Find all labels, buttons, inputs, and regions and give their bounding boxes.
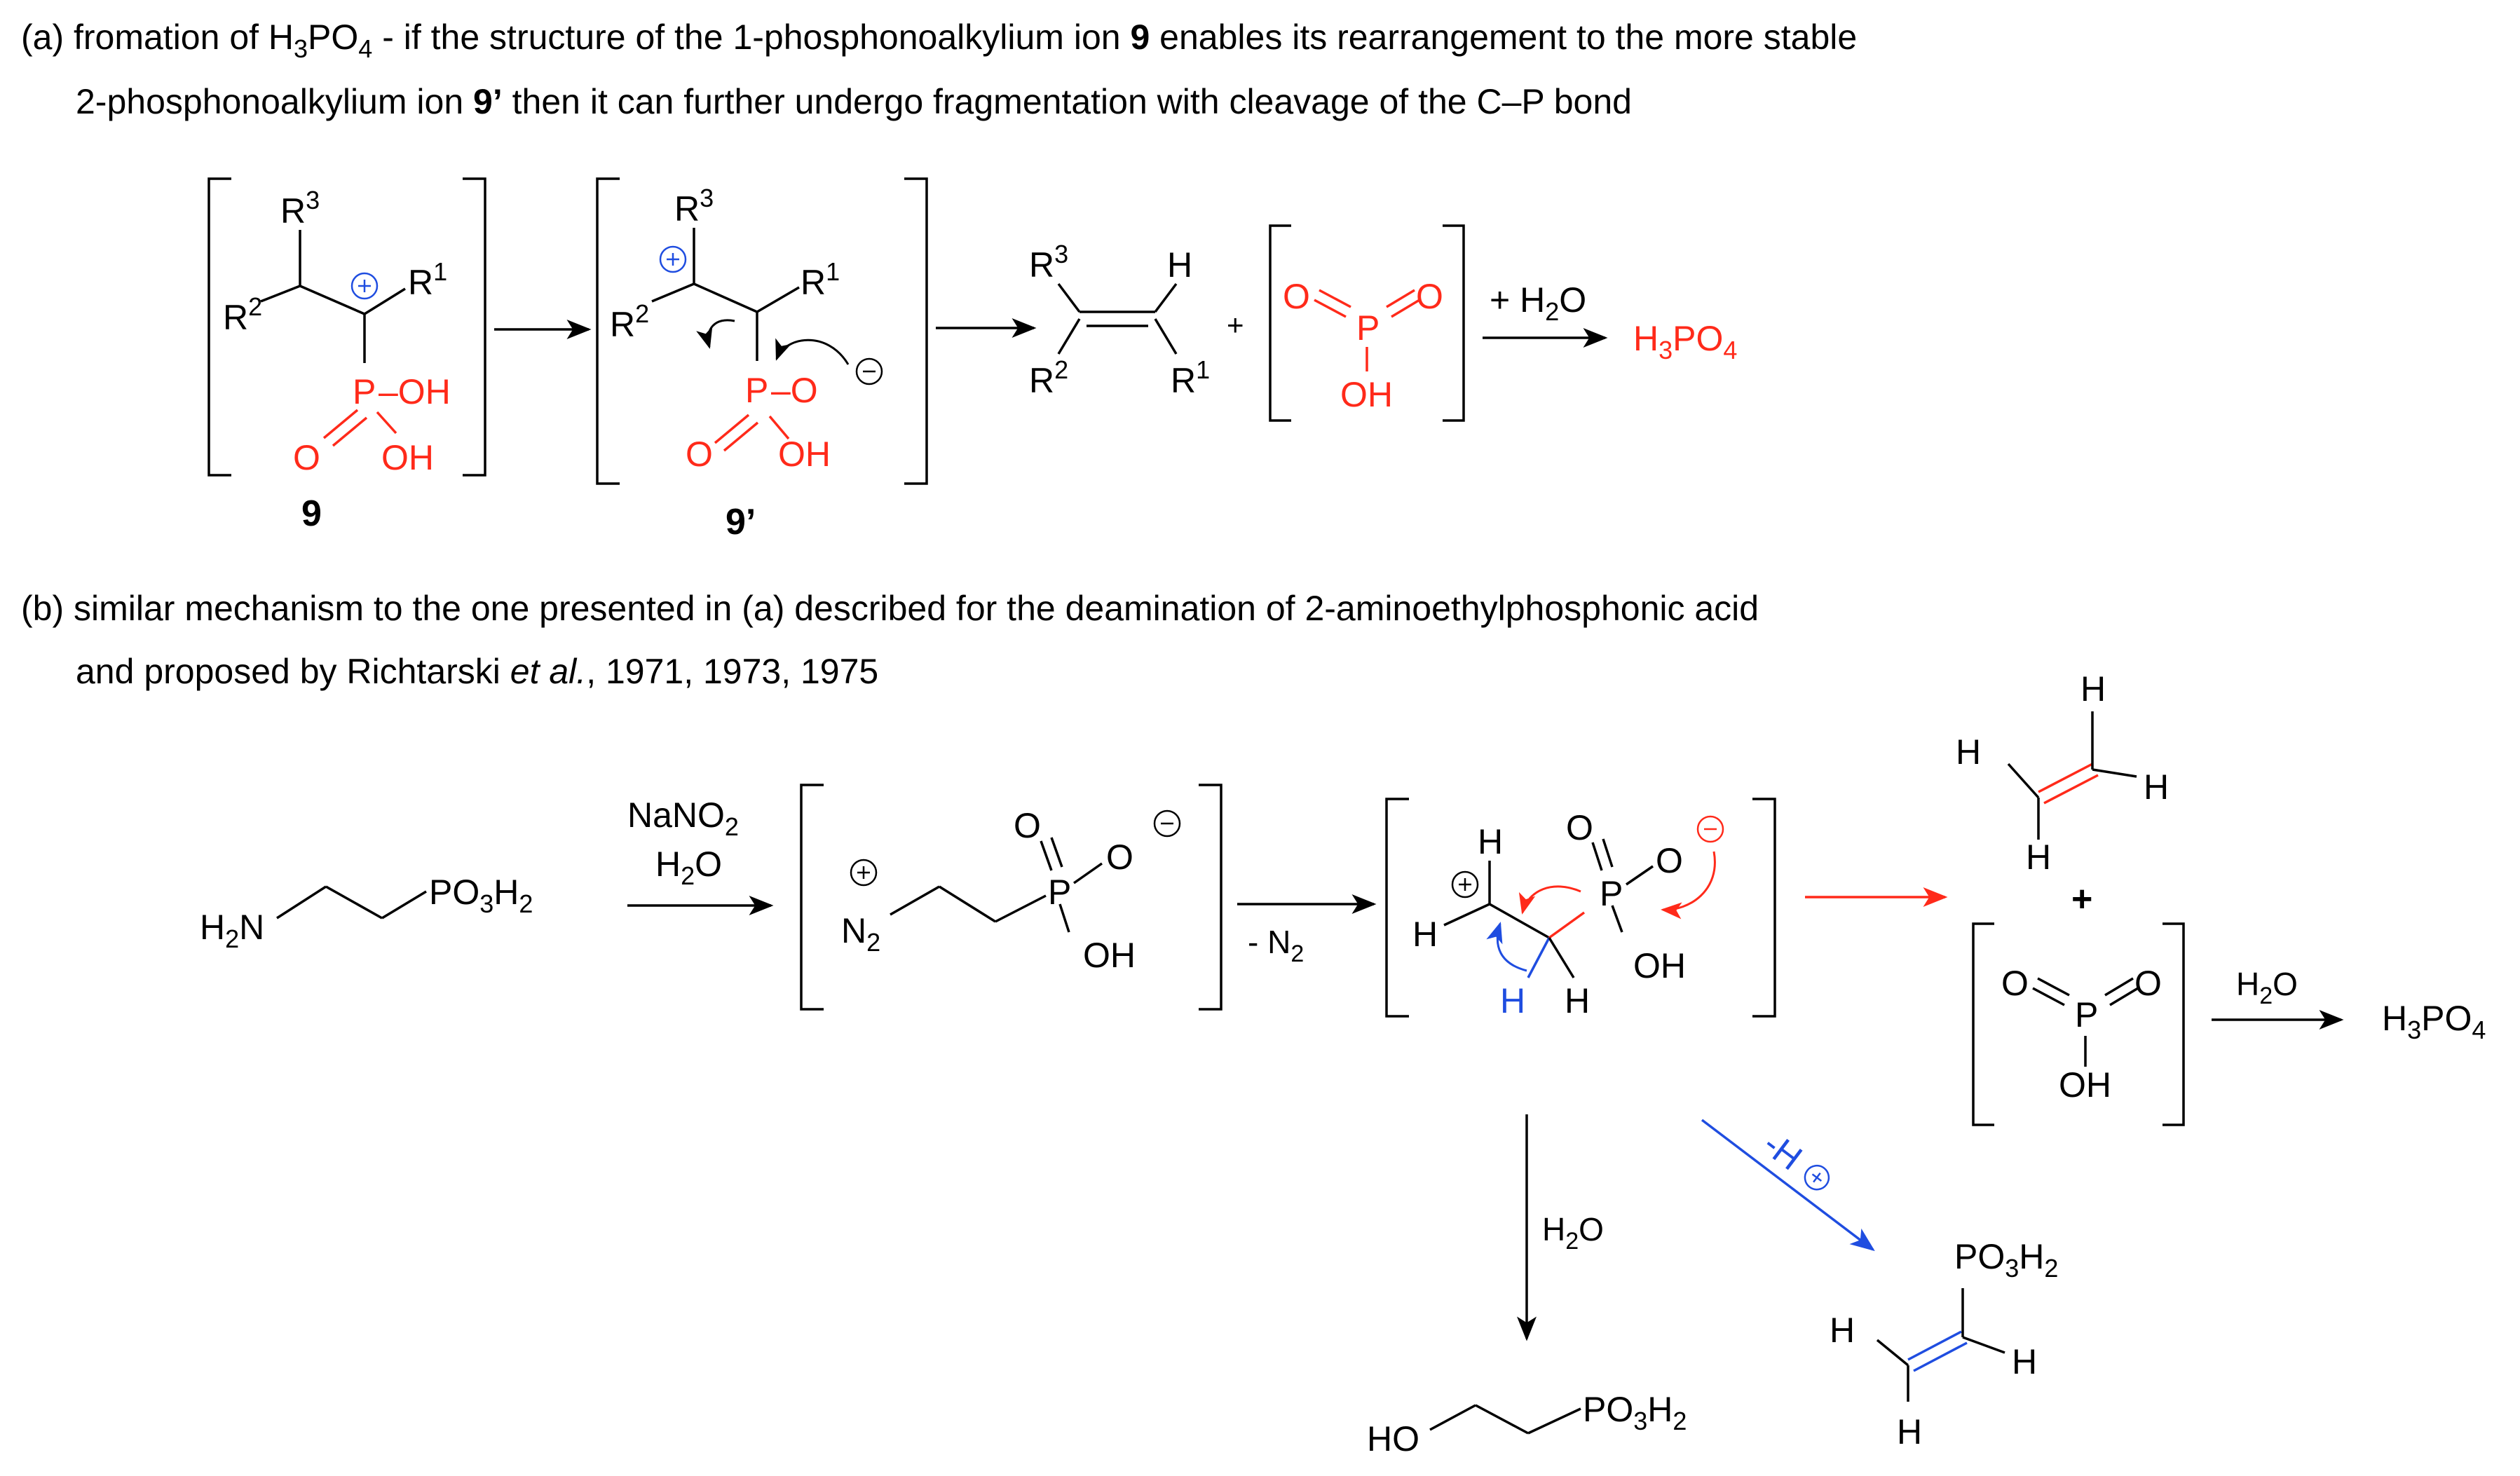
vinyl-h-left: H — [1830, 1311, 1855, 1350]
bracket-right — [2163, 922, 2185, 1126]
eth-h-top: H — [2080, 669, 2106, 709]
meta-b-oh: OH — [2059, 1065, 2111, 1105]
eth-h-bottom: H — [2026, 838, 2051, 877]
c9p-oxygen: O — [686, 435, 713, 474]
hydroxyethyl-po3h2: PO3H2 — [1583, 1390, 1687, 1435]
eth-h-right: H — [2144, 767, 2169, 807]
meta-a-o-left: O — [1283, 277, 1310, 316]
diaz-o-top: O — [1014, 806, 1041, 845]
vinyl-po3h2: PO3H2 — [1954, 1237, 2058, 1283]
bracket-right — [1443, 224, 1465, 422]
diaz-n2: N2 — [841, 911, 880, 957]
c9p-r3: R3 — [674, 184, 714, 228]
compound-9-prime-label: 9’ — [726, 502, 756, 542]
compound-9 — [207, 177, 486, 477]
meta-b-o-left: O — [2001, 964, 2029, 1003]
part-b-heading-line1: (b) similar mechanism to the one present… — [21, 589, 1759, 628]
c9-oh-bottom: OH — [381, 438, 434, 477]
eth-h-left: H — [1956, 732, 1981, 772]
alkene-r2: R2 — [1029, 355, 1068, 400]
c9-r3: R3 — [280, 186, 320, 231]
c9p-oh-bottom: OH — [778, 435, 831, 474]
c9p-r1: R1 — [801, 257, 840, 302]
vinyl-h-bottom: H — [1897, 1412, 1922, 1451]
bracket-left — [596, 177, 620, 485]
c9-phosphorus: P — [353, 372, 376, 411]
start-h2n: H2N — [200, 908, 264, 953]
bracket-left — [1385, 798, 1409, 1018]
plus-sign-b: + — [2071, 879, 2092, 920]
meta-a-oh: OH — [1340, 375, 1393, 414]
deprotonation-label: -H — [1756, 1124, 1830, 1191]
part-b-heading-line2: and proposed by Richtarski et al., 1971,… — [76, 652, 878, 691]
meta-a-phosphorus: P — [1356, 308, 1380, 348]
hydroxyethylphosphonic-acid — [1429, 1404, 1581, 1435]
metaphosphate-b — [1972, 922, 2185, 1126]
bracket-left — [800, 784, 824, 1011]
c9-oxygen: O — [293, 438, 320, 477]
svg-text:-H: -H — [1756, 1124, 1809, 1177]
bracket-left — [207, 177, 231, 477]
diaz-phosphorus: P — [1048, 873, 1071, 912]
part-a-heading-line1: (a) fromation of H3PO4 - if the structur… — [21, 18, 1857, 63]
cat-phosphorus: P — [1600, 874, 1623, 913]
cat-o-top: O — [1566, 808, 1593, 847]
bracket-right — [1752, 798, 1776, 1018]
diazonium-intermediate — [800, 784, 1222, 1011]
alkene-r1: R1 — [1171, 355, 1210, 400]
meta-b-o-right: O — [2134, 964, 2162, 1003]
compound-9-prime — [596, 177, 928, 485]
cat-h-top: H — [1478, 822, 1503, 861]
arrow-a-label: + H2O — [1490, 280, 1586, 326]
c9-oh-right: –OH — [379, 372, 451, 411]
cat-oh: OH — [1633, 946, 1686, 985]
bracket-right — [1199, 784, 1222, 1011]
plus-sign: + — [1227, 308, 1244, 341]
alkene — [1057, 282, 1178, 355]
alkene-r3: R3 — [1029, 240, 1068, 285]
cat-h-bottom: H — [1565, 981, 1590, 1020]
arrow-blue-deprotonation — [1701, 1119, 1875, 1252]
diaz-oh: OH — [1083, 936, 1136, 975]
meta-a-o-right: O — [1416, 277, 1443, 316]
compound-9-label: 9 — [301, 493, 322, 534]
meta-b-phosphorus: P — [2075, 995, 2098, 1034]
hydroxyethyl-ho: HO — [1367, 1419, 1419, 1458]
alkene-h: H — [1167, 245, 1192, 285]
vinylphosphonic-acid — [1876, 1288, 2005, 1402]
cat-h-left: H — [1412, 915, 1438, 954]
c9-r2: R2 — [223, 292, 262, 337]
water-label-b: H2O — [2236, 966, 2298, 1009]
bracket-left — [1972, 922, 1994, 1126]
cat-h-blue: H — [1500, 981, 1525, 1020]
bracket-right — [463, 177, 486, 477]
aminoethylphosphonic-acid — [276, 885, 427, 920]
carbocation-intermediate — [1385, 798, 1776, 1018]
diaz-o-right: O — [1106, 838, 1133, 877]
c9p-o-right: –O — [771, 371, 818, 410]
part-a-heading-line2: 2-phosphonoalkylium ion 9’ then it can f… — [76, 82, 1632, 121]
c9p-phosphorus: P — [745, 371, 768, 410]
ethylene — [2007, 711, 2137, 840]
bracket-right — [904, 177, 928, 485]
cat-o-right: O — [1656, 841, 1683, 880]
product-h3po4-a: H3PO4 — [1633, 319, 1737, 364]
product-h3po4-b: H3PO4 — [2382, 999, 2486, 1044]
metaphosphate-a — [1269, 224, 1465, 422]
down-water-label: H2O — [1542, 1211, 1604, 1255]
loss-n2-label: - N2 — [1248, 924, 1304, 967]
bracket-left — [1269, 224, 1291, 422]
start-po3h2: PO3H2 — [429, 873, 533, 918]
reagent-h2o: H2O — [655, 845, 722, 890]
vinyl-h-right: H — [2012, 1342, 2037, 1381]
c9-r1: R1 — [408, 257, 447, 302]
reagent-nano2: NaNO2 — [627, 795, 739, 841]
c9p-r2: R2 — [610, 299, 649, 344]
